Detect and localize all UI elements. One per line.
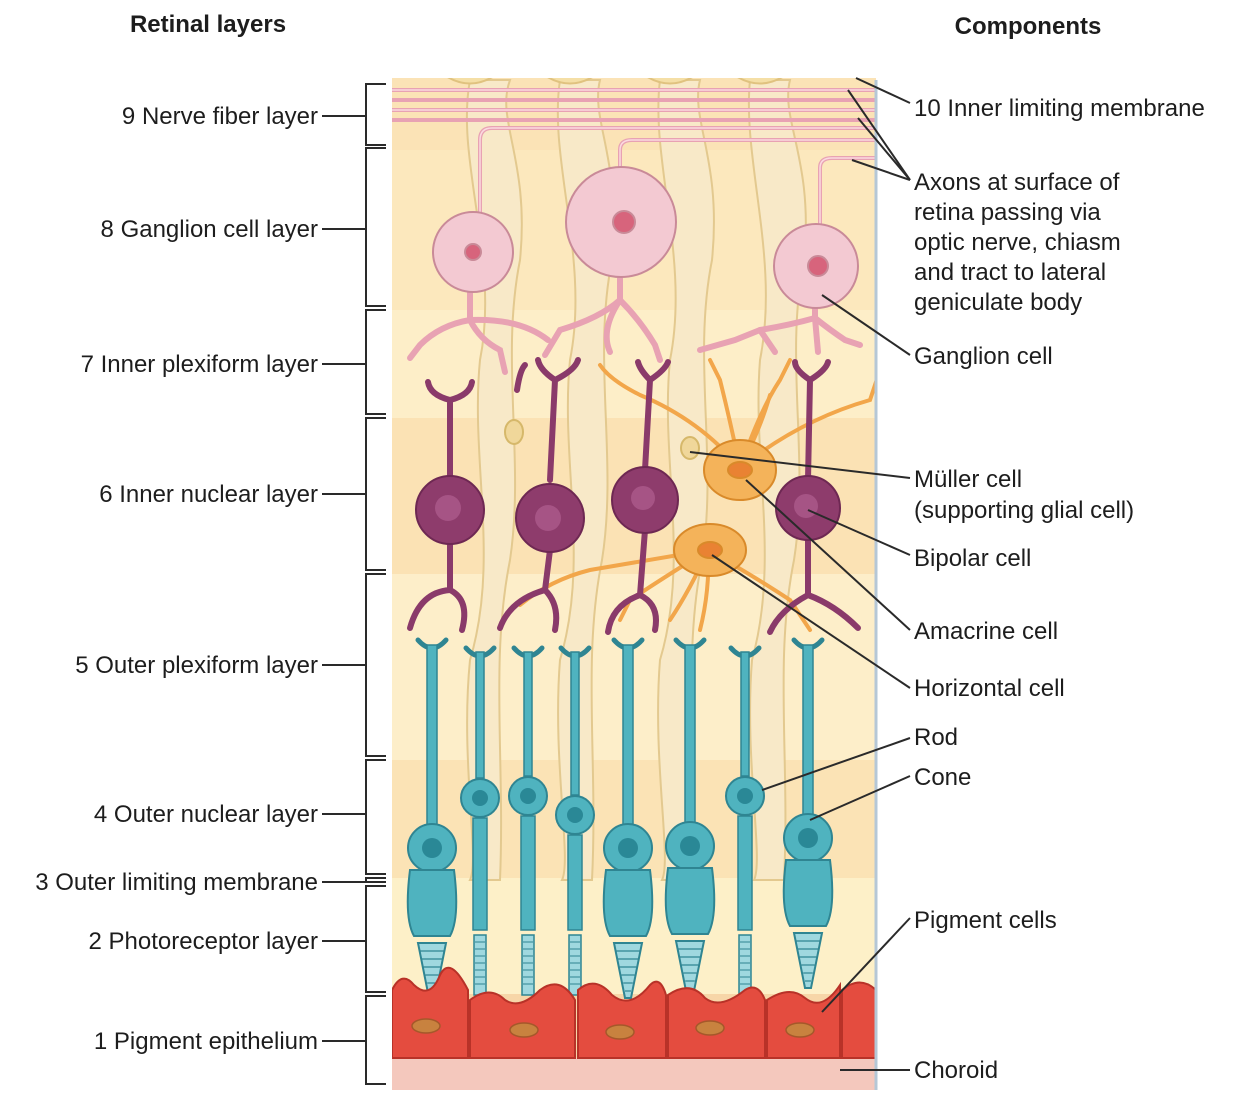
rod-axon (740, 651, 750, 777)
photoreceptor-cells (406, 637, 834, 999)
rod-inner-segment (472, 817, 488, 931)
component-label: Choroid (914, 1057, 998, 1084)
rod-inner-segment (567, 834, 583, 931)
layer-label: 2 Photoreceptor layer (89, 928, 318, 955)
rod-axon (570, 651, 580, 796)
component-label: Axons at surface of retina passing via o… (914, 169, 1127, 316)
cone-axon (684, 644, 696, 827)
rod-nucleolus (472, 790, 488, 806)
component-label: Müller cell (supporting glial cell) (914, 466, 1134, 524)
layer-label: 3 Outer limiting membrane (35, 869, 318, 896)
band-choroid (392, 1058, 876, 1090)
rod-outer-segment (568, 934, 582, 996)
band-inner-plexiform (392, 310, 876, 418)
rod-axon (475, 651, 485, 779)
component-label: Rod (914, 724, 958, 751)
layer-label: 1 Pigment epithelium (94, 1028, 318, 1055)
cone-outer-segment (612, 942, 644, 999)
layer-label: 6 Inner nuclear layer (99, 481, 318, 508)
pigment-cells (392, 966, 876, 1059)
cone-axon (802, 644, 814, 819)
layer-labels: 9 Nerve fiber layer 8 Ganglion cell laye… (35, 103, 318, 1055)
rod-axon (523, 651, 533, 777)
cone-inner-segment (602, 869, 654, 937)
component-label: Amacrine cell (914, 618, 1058, 645)
cone-inner-segment (782, 859, 834, 927)
cone-inner-segment (664, 867, 716, 935)
layer-label: 9 Nerve fiber layer (122, 103, 318, 130)
component-label: Horizontal cell (914, 675, 1065, 702)
component-label: Bipolar cell (914, 545, 1031, 572)
component-label: Cone (914, 764, 971, 791)
component-leader-lines (689, 77, 911, 1071)
component-label: 10 Inner limiting membrane (914, 95, 1205, 122)
cone-nucleolus (618, 838, 638, 858)
layer-label: 4 Outer nuclear layer (94, 801, 318, 828)
layer-brackets (365, 83, 386, 1085)
rod-outer-segment (473, 934, 487, 996)
ganglion-dendrites (407, 267, 863, 375)
component-label: Ganglion cell (914, 343, 1053, 370)
cone-nucleolus (798, 828, 818, 848)
rod-nucleolus (520, 788, 536, 804)
muller-endfeet (447, 78, 783, 85)
cone-axon (622, 644, 634, 829)
ganglion-cells (432, 166, 859, 309)
layer-label: 7 Inner plexiform layer (81, 351, 318, 378)
cone-nucleolus (680, 836, 700, 856)
rod-inner-segment (520, 815, 536, 931)
component-label: Pigment cells (914, 907, 1057, 934)
layer-label: 8 Ganglion cell layer (101, 216, 318, 243)
horizontal-cell-body (673, 523, 747, 577)
muller-nuclei (504, 419, 700, 460)
component-labels: 10 Inner limiting membrane Axons at surf… (914, 95, 1205, 1084)
rod-outer-segment (521, 934, 535, 996)
rod-inner-segment (737, 815, 753, 931)
axon-fibers-highlight (392, 89, 876, 230)
right-header: Components (955, 13, 1102, 40)
rod-nucleolus (737, 788, 753, 804)
layer-label: 5 Outer plexiform layer (75, 652, 318, 679)
layer-leader-lines (322, 115, 366, 1042)
amacrine-cell-body (703, 439, 777, 501)
cone-inner-segment (406, 869, 458, 937)
rod-nucleolus (567, 807, 583, 823)
rod-outer-segment (738, 934, 752, 996)
retina-illustration (392, 78, 878, 1090)
cone-outer-segment (792, 932, 824, 989)
cone-axon (426, 644, 438, 829)
left-header: Retinal layers (130, 11, 286, 38)
cone-nucleolus (422, 838, 442, 858)
